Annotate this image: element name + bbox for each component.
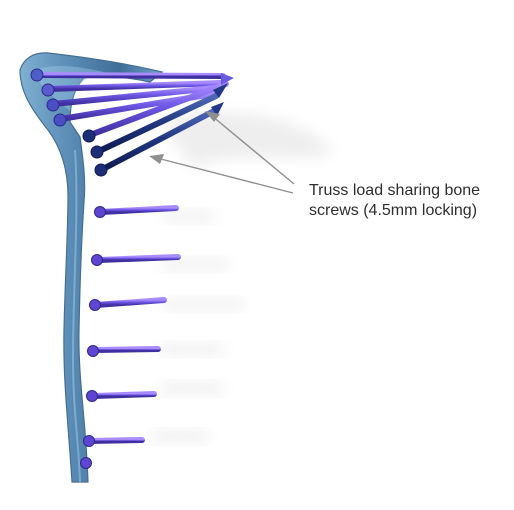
background-shadows — [151, 112, 333, 443]
screw-callout-label: Truss load sharing bone screws (4.5mm lo… — [309, 181, 514, 221]
shaft-screws — [81, 207, 179, 469]
shaft-screw — [88, 346, 159, 357]
callout-line-2: screws (4.5mm locking) — [309, 201, 514, 221]
shaft-screw — [81, 458, 136, 469]
lower-pointer-arrowhead — [149, 154, 164, 164]
shaft-screw — [84, 436, 143, 447]
shaft-screw — [90, 300, 165, 311]
shaft-screw — [87, 391, 155, 402]
lower-pointer-line — [157, 158, 293, 193]
callout-line-1: Truss load sharing bone — [309, 181, 514, 201]
